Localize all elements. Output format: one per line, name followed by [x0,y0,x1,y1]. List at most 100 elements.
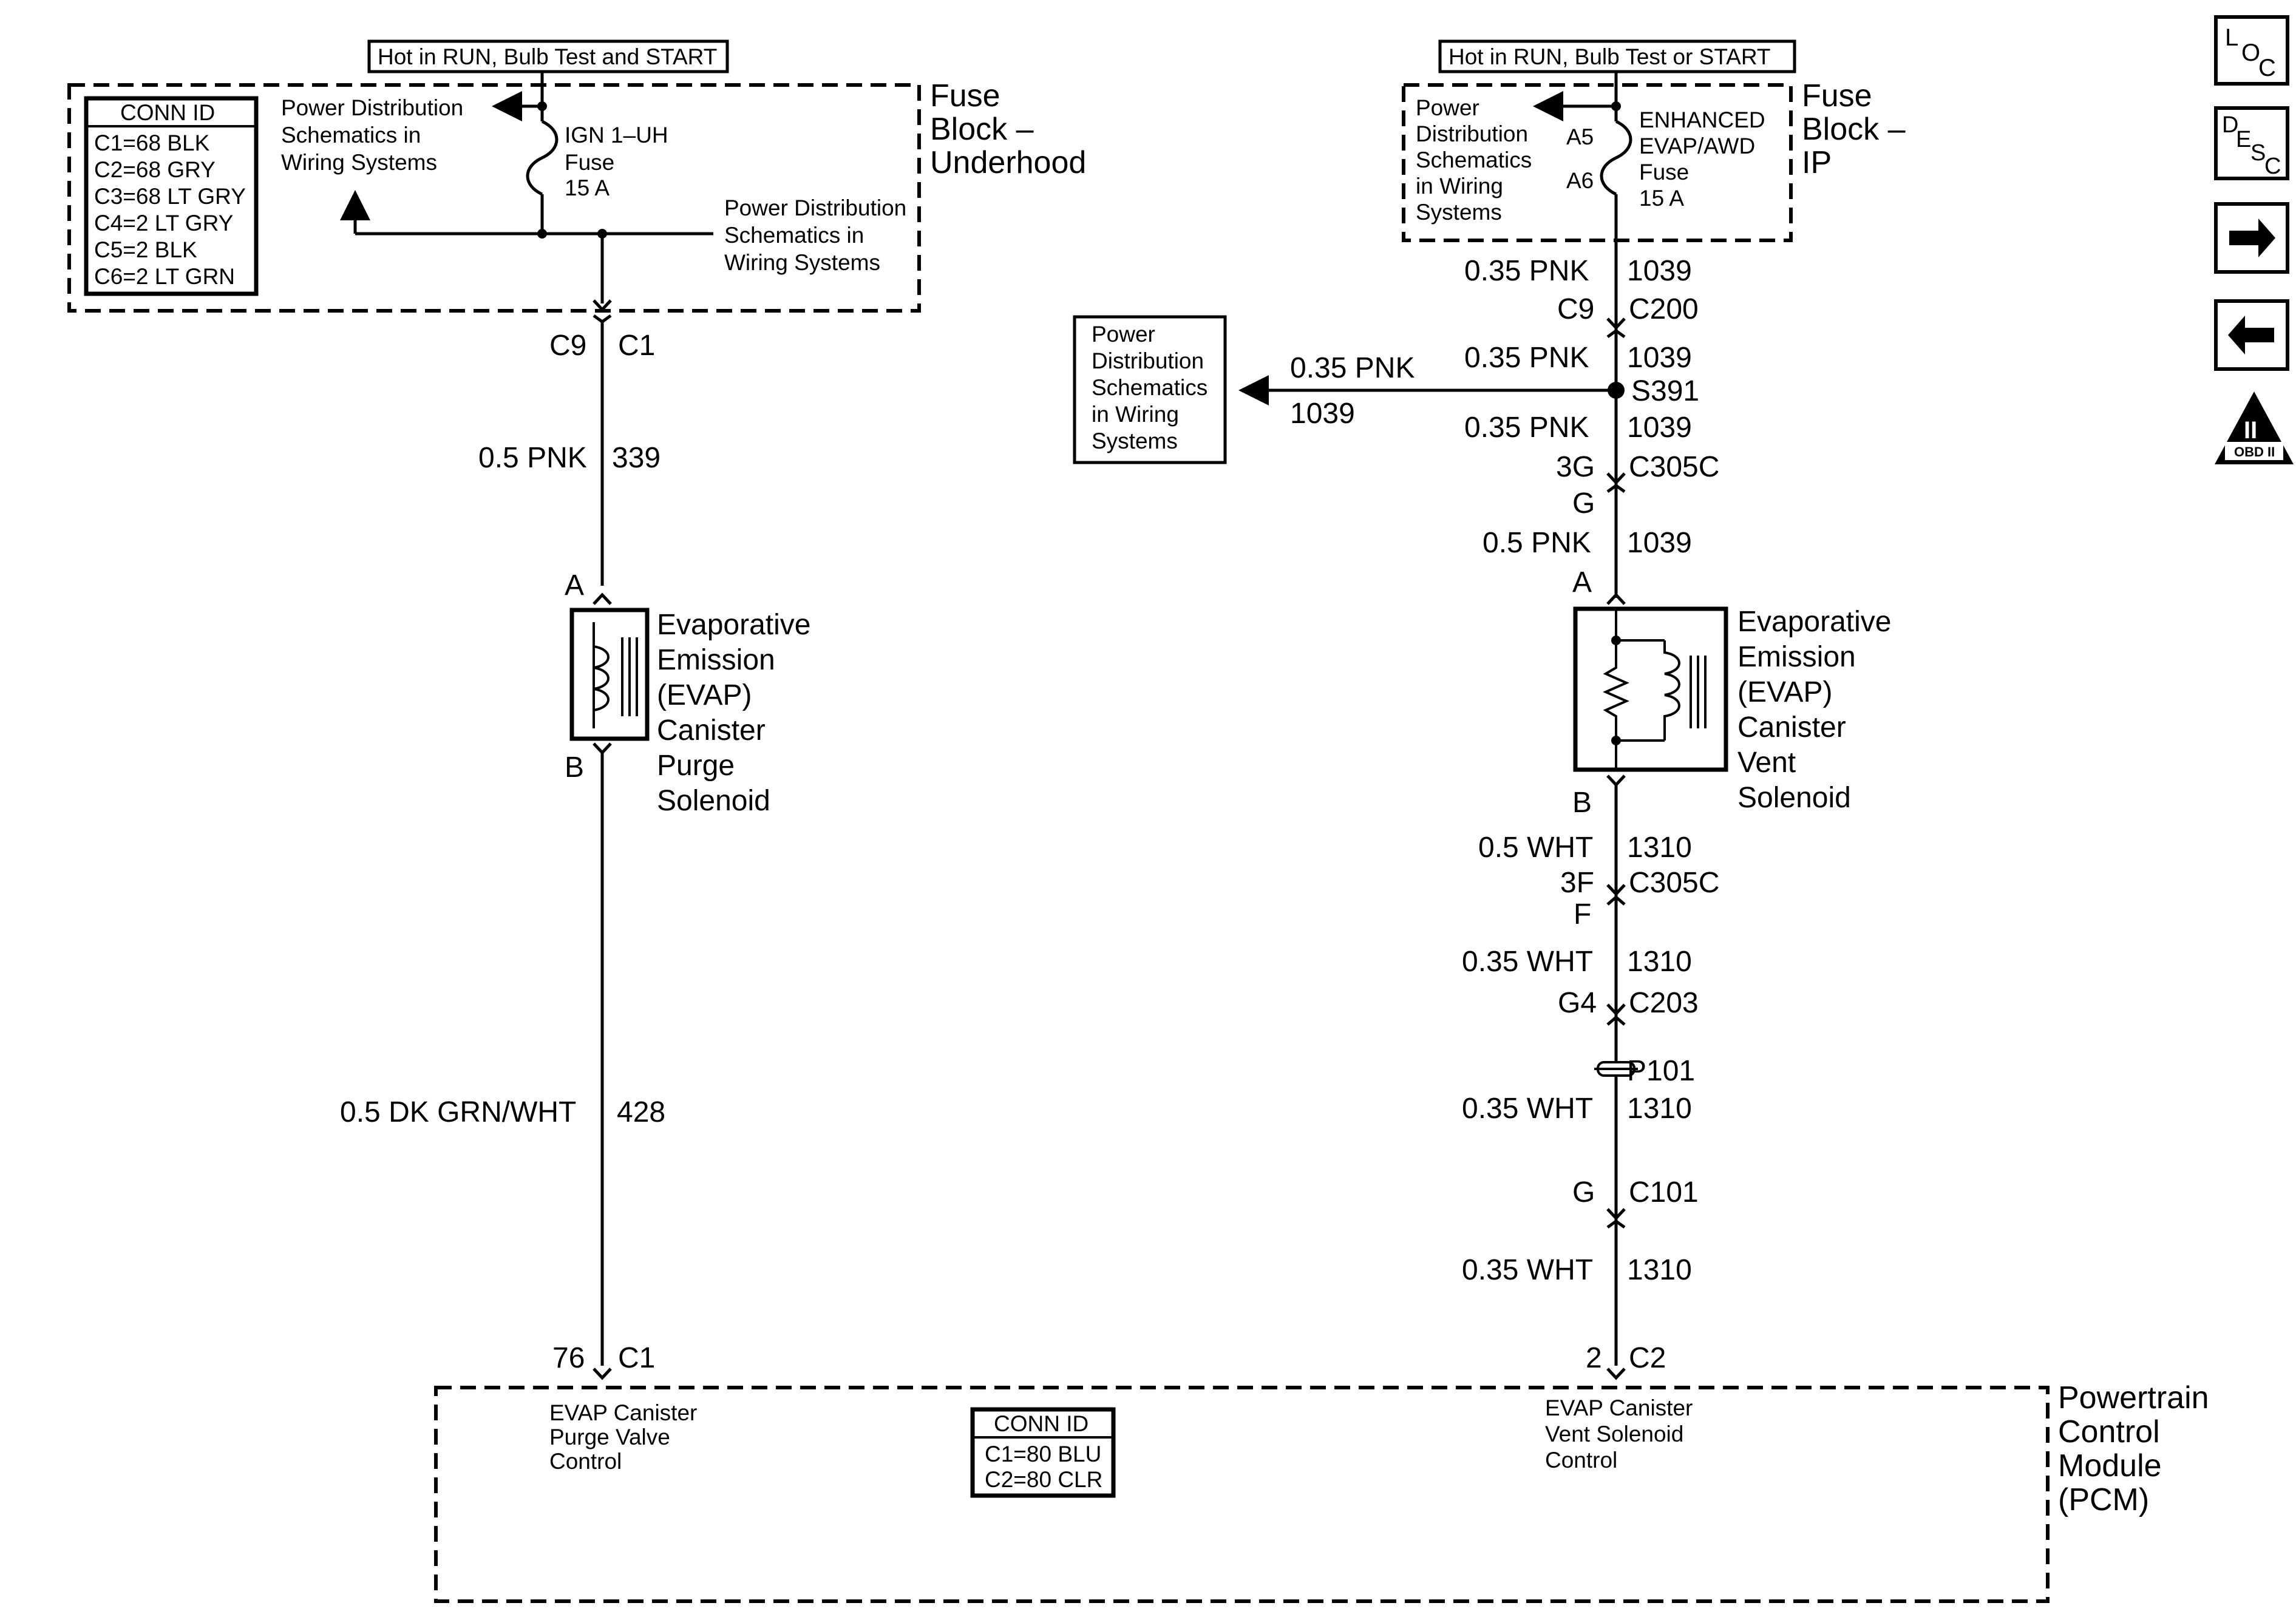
wire-1039-gauge: 0.35 PNK [1464,255,1589,287]
wire-1310-circuit: 1310 [1627,1093,1692,1125]
purge-solenoid [569,608,650,741]
loc-letter-o: O [2241,39,2260,66]
pcm-purge-label-3: Control [549,1449,622,1474]
conn-pin-f: F [1574,898,1591,931]
back-arrow-button[interactable] [2214,299,2289,371]
power-dist-upper-3: Wiring Systems [281,150,437,175]
fuse-block-underhood-title-1: Fuse [930,78,1000,114]
conn-id-row: C3=68 LT GRY [94,184,246,209]
power-dist-right-1: Power Distribution [724,195,906,220]
wire-1310-circuit: 1310 [1627,946,1692,978]
fuse-block-ip-title-1: Fuse [1802,78,1872,114]
conn-id-box-left [84,96,259,296]
fuse-label-ip-2: EVAP/AWD [1639,134,1755,158]
conn-id-row: C2=80 CLR [985,1467,1102,1492]
next-arrow-button[interactable] [2214,202,2289,274]
fuse-label-ip-4: 15 A [1639,186,1684,211]
wire-1310-gauge: 0.5 WHT [1478,832,1593,864]
conn-3f: 3F [1560,867,1594,899]
right-circuit: Hot in RUN, Bulb Test or START Fuse Bloc… [1073,39,1906,1380]
conn-id-row: C1=80 BLU [985,1442,1101,1466]
wire-1039-gauge: 0.35 PNK [1464,342,1589,374]
pcm-title-2: Control [2058,1414,2160,1449]
desc-letter-d: D [2222,112,2238,138]
conn-id-title-pcm: CONN ID [994,1411,1089,1436]
desc-letter-e: E [2236,127,2251,152]
fuse-block-ip-title-2: Block – [1802,112,1906,147]
loc-letter-c: C [2258,55,2276,81]
conn-c9-left: C9 [549,330,586,362]
branch-gauge: 0.35 PNK [1290,352,1415,384]
conn-c203: C203 [1629,987,1699,1019]
purge-solenoid-label-1: Evaporative [657,609,810,641]
wire-1039-circuit: 1039 [1627,342,1692,374]
wire-1310-gauge: 0.35 WHT [1462,946,1593,978]
wire-1310-circuit: 1310 [1627,1254,1692,1286]
conn-id-row: C5=2 BLK [94,237,197,262]
vent-solenoid-label-2: Emission [1737,641,1856,673]
power-dist-branch-box [1073,315,1227,464]
vent-solenoid-label-3: (EVAP) [1737,676,1832,708]
pcm-purge-label-2: Purge Valve [549,1425,670,1449]
pcm: Powertrain Control Module (PCM) EVAP Can… [434,1380,2209,1603]
conn-pin-g: G [1572,487,1595,520]
vent-solenoid [1573,606,1728,772]
wire-1039-circuit: 1039 [1627,527,1692,559]
conn-id-row: C2=68 GRY [94,157,216,182]
desc-button[interactable]: D E S C [2214,106,2289,180]
conn-c305c-lower: C305C [1629,867,1719,899]
conn-c9-right: C9 [1557,293,1594,325]
conn-c305c: C305C [1629,451,1719,483]
nav-buttons: L O C D E S C II OBD II [2214,15,2294,464]
power-dist-right-3: Wiring Systems [724,250,880,275]
wire-339-gauge: 0.5 PNK [478,442,587,474]
fuse-block-underhood-title-3: Underhood [930,145,1086,180]
desc-letter-s: S [2250,140,2266,166]
pcm-box [434,1386,2050,1603]
conn-g4: G4 [1558,987,1597,1019]
power-dist-upper-1: Power Distribution [281,95,463,120]
fuse-label-left-1: IGN 1–UH [565,123,668,147]
splice-s391-label: S391 [1631,375,1699,407]
pcm-vent-label-2: Vent Solenoid [1545,1422,1683,1446]
pcm-pin-76: 76 [552,1342,585,1374]
power-dist-upper-2: Schematics in [281,123,421,147]
vent-solenoid-label-4: Canister [1737,711,1846,744]
p101-label: P101 [1627,1055,1695,1087]
conn-id-title-left: CONN ID [120,100,215,125]
power-dist-ip-5: Systems [1416,200,1502,225]
conn-id-row: C4=2 LT GRY [94,211,233,236]
wire-428-gauge: 0.5 DK GRN/WHT [340,1096,576,1128]
branch-box-3: Schematics [1092,375,1207,400]
obd-ii-button[interactable]: II OBD II [2215,392,2294,464]
hot-label-right: Hot in RUN, Bulb Test or START [1449,44,1771,69]
fuse-label-left-2: Fuse [565,150,614,175]
branch-box-1: Power [1092,322,1155,347]
loc-letter-l: L [2225,24,2238,51]
next-arrow-icon [2229,219,2275,257]
fuse-pin-a5: A5 [1566,124,1594,149]
wire-339-circuit: 339 [612,442,661,474]
hot-label-left: Hot in RUN, Bulb Test and START [378,44,717,69]
pcm-title-3: Module [2058,1448,2162,1483]
loc-button[interactable]: L O C [2214,15,2289,86]
left-circuit: Hot in RUN, Bulb Test and START Fuse Blo… [67,39,1086,1380]
branch-box-4: in Wiring [1092,402,1179,427]
back-arrow-icon [2228,316,2274,354]
power-dist-ip-3: Schematics [1416,147,1532,172]
fuse-ign1-symbol [526,120,559,196]
vent-solenoid-label-6: Solenoid [1737,782,1851,814]
fuse-block-ip-title-3: IP [1802,145,1832,180]
pcm-title-4: (PCM) [2058,1482,2149,1517]
conn-id-row: C1=68 BLK [94,131,210,155]
branch-box-2: Distribution [1092,348,1204,373]
purge-solenoid-label-5: Purge [657,750,735,782]
power-dist-ip-4: in Wiring [1416,174,1503,198]
purge-pin-a: A [565,569,584,602]
pcm-conn-c1: C1 [618,1342,655,1374]
purge-pin-b: B [565,751,584,784]
obd-roman: II [2244,417,2257,444]
purge-solenoid-label-3: (EVAP) [657,679,752,711]
conn-id-box-pcm [970,1407,1116,1498]
